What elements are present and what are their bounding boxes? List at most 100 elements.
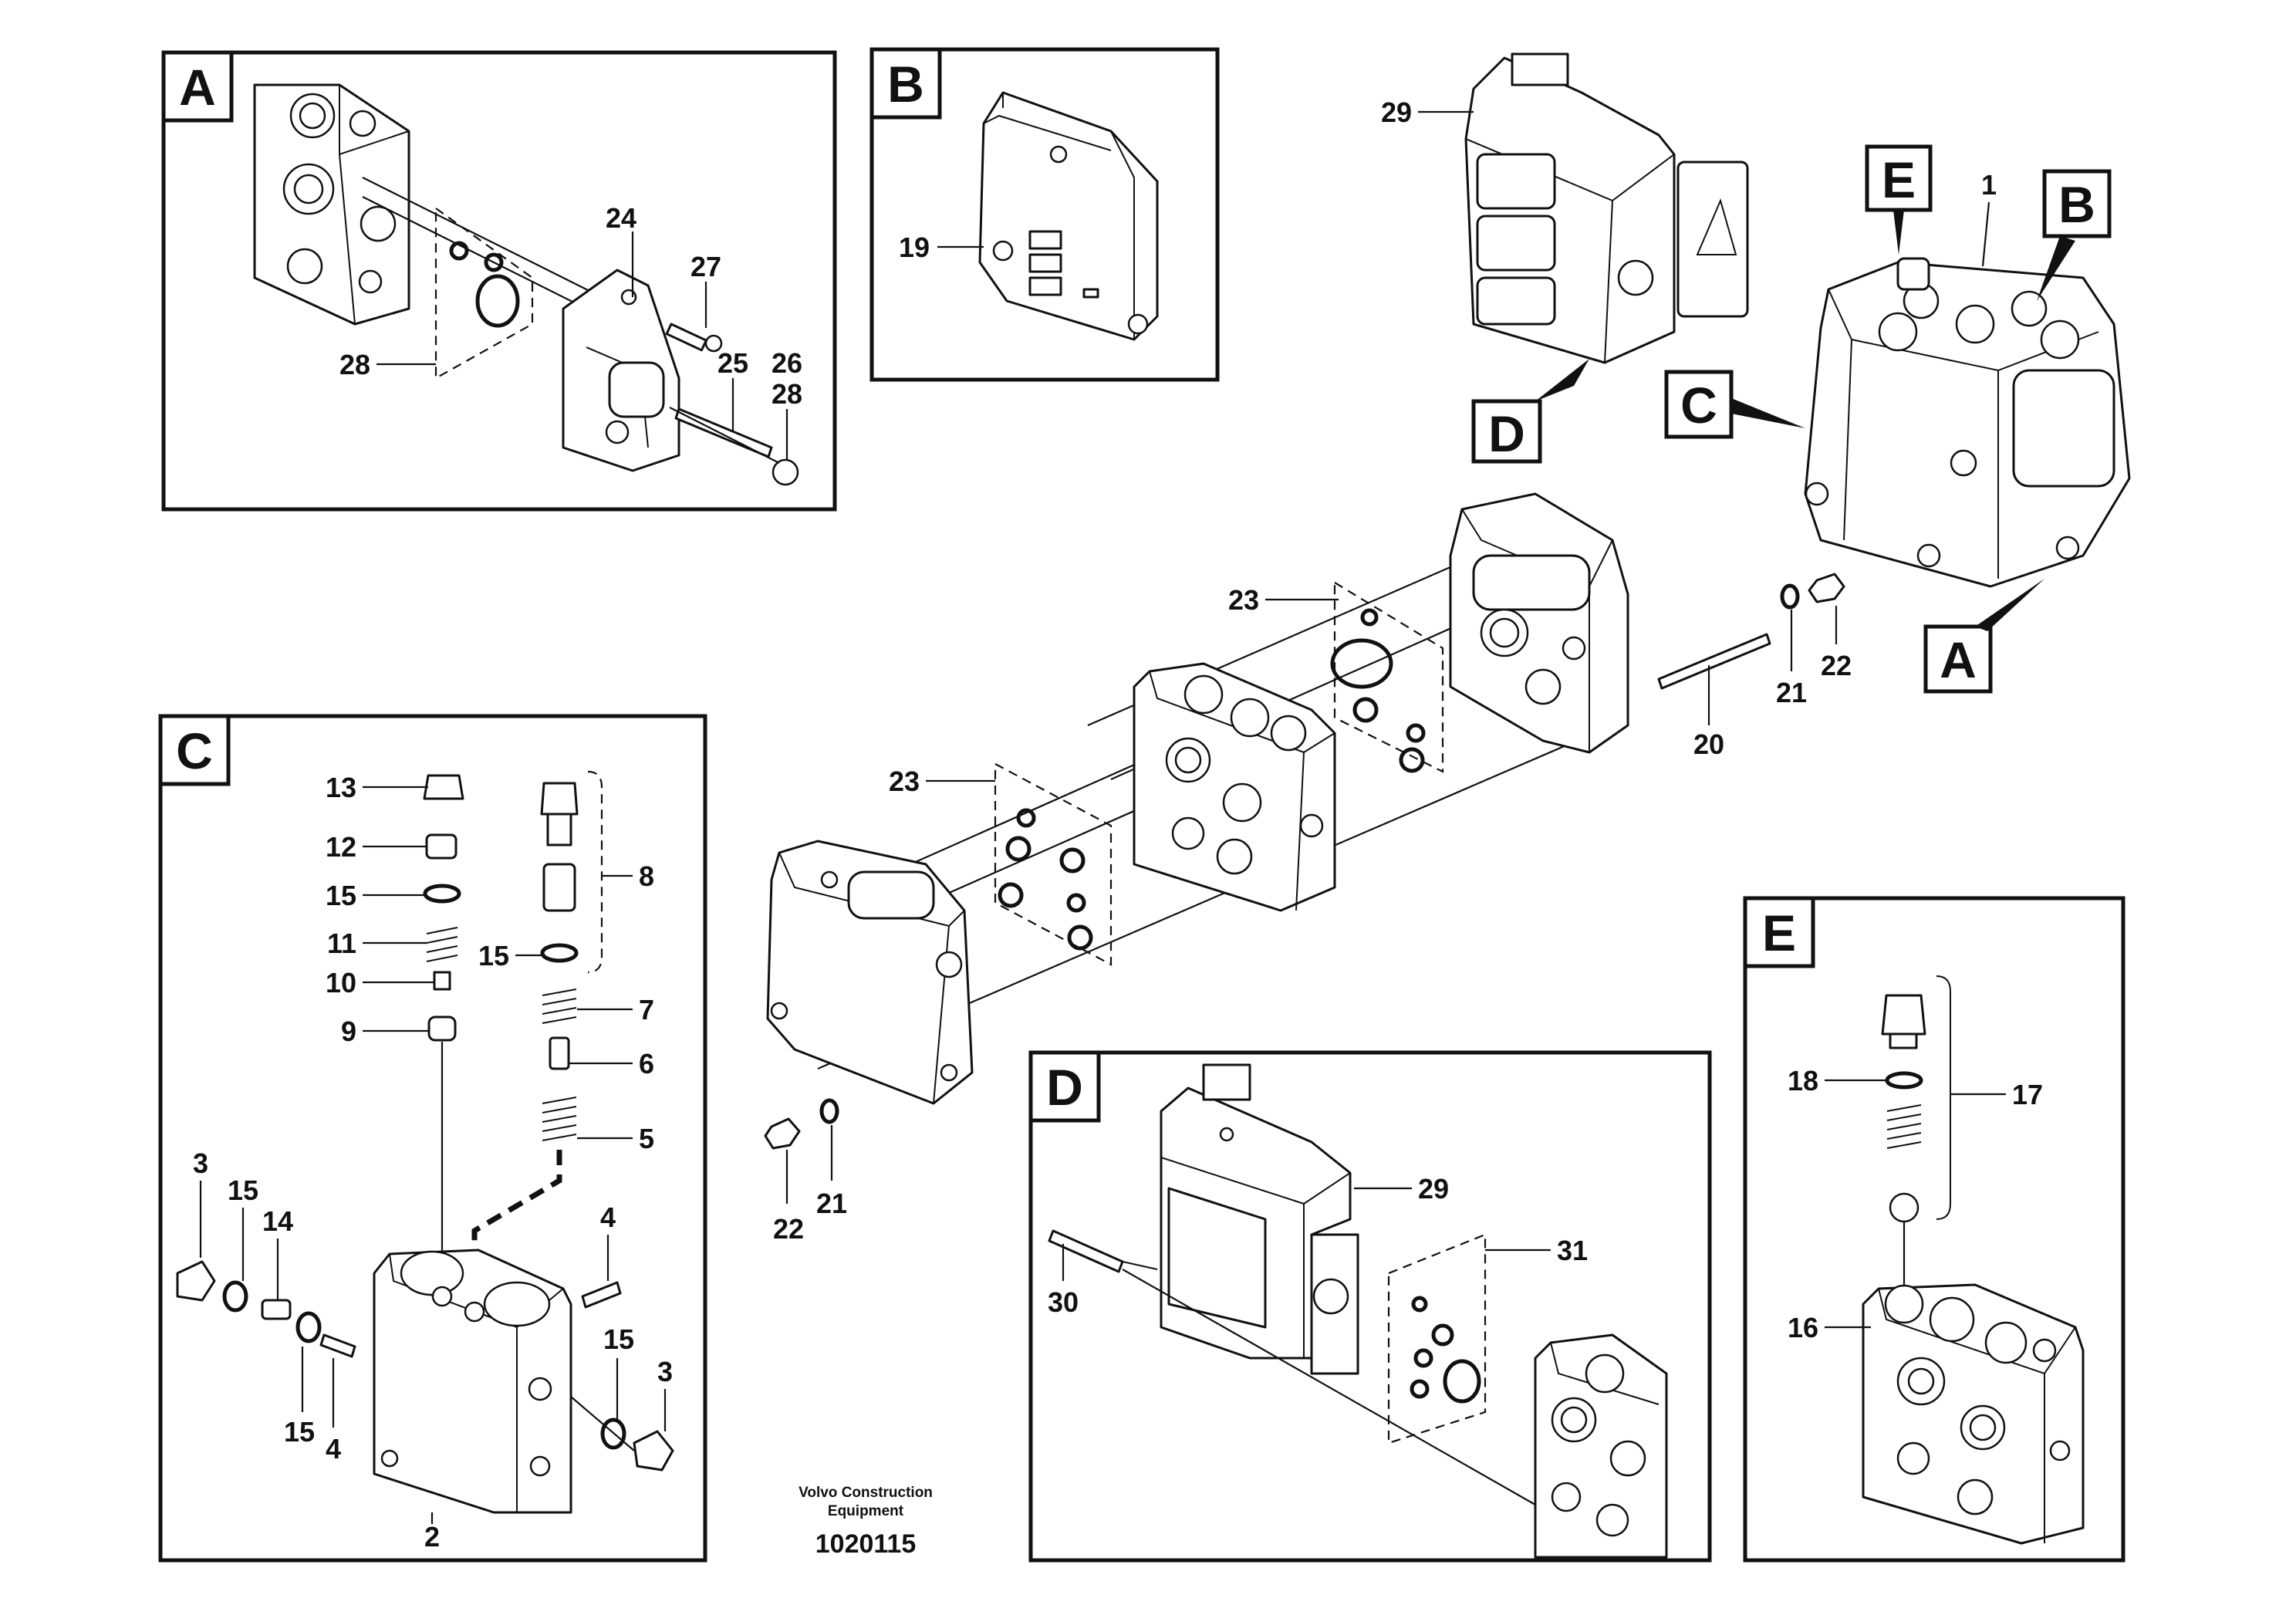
valve-block-16 xyxy=(1862,1283,2085,1545)
drawing-number: 1020115 xyxy=(815,1529,917,1559)
callout-15-b: 15 xyxy=(478,940,509,972)
callout-4-b: 4 xyxy=(326,1433,341,1465)
callout-16: 16 xyxy=(1788,1312,1818,1343)
overview-tag-c: C xyxy=(1680,377,1717,434)
overview-tag-b-box xyxy=(2042,169,2112,238)
caption-line-1: Volvo Construction xyxy=(799,1485,933,1501)
panel-a-tag: A xyxy=(179,59,216,116)
overview-callout-21-a: 21 xyxy=(1776,677,1807,708)
overview-arrow-a xyxy=(1975,579,2044,631)
overview-callout-22-a: 22 xyxy=(1821,650,1852,681)
callout-3-b: 3 xyxy=(657,1356,673,1387)
plug-13 xyxy=(423,774,464,800)
overview-callout-23-a: 23 xyxy=(1228,584,1259,616)
cover-plate xyxy=(978,91,1159,341)
callout-17: 17 xyxy=(2012,1079,2043,1110)
overview-callout-29: 29 xyxy=(1381,96,1412,128)
cartridge-head xyxy=(540,782,579,816)
callout-11: 11 xyxy=(327,928,356,959)
overview-assembly: 29 D E 1 B C A xyxy=(1381,52,2131,694)
washer-21-left xyxy=(819,1098,839,1124)
middle-valve-section xyxy=(1133,662,1336,912)
stud-4-left xyxy=(319,1333,356,1358)
washer-15-b xyxy=(540,943,579,963)
caption-line-2: Equipment xyxy=(828,1503,904,1519)
washer-15 xyxy=(423,884,461,904)
spring-5 xyxy=(542,1097,577,1141)
callout-5: 5 xyxy=(639,1123,654,1154)
seal-kit-boundary-31 xyxy=(1387,1233,1487,1445)
o-ring xyxy=(484,252,504,272)
panel-c-tag-box xyxy=(158,714,231,786)
valve-section-drawing xyxy=(253,83,410,326)
overview-tag-e: E xyxy=(1882,151,1916,208)
callout-24: 24 xyxy=(606,202,636,234)
callout-3: 3 xyxy=(193,1147,208,1179)
plug-3-left xyxy=(176,1260,216,1302)
callout-18: 18 xyxy=(1788,1065,1818,1097)
solenoid-block xyxy=(1464,52,1749,364)
part-10 xyxy=(433,971,451,991)
callout-14: 14 xyxy=(262,1205,293,1237)
plug-3-right xyxy=(633,1430,674,1472)
callout-25: 25 xyxy=(718,347,748,379)
panel-d: D 29 30 31 xyxy=(1028,1050,1712,1563)
overview-arrow-d xyxy=(1535,359,1589,401)
callout-28-b: 28 xyxy=(772,378,802,410)
overview-tag-e-box xyxy=(1865,144,1933,212)
panel-d-frame xyxy=(1028,1050,1712,1563)
callout-10: 10 xyxy=(326,967,356,999)
center-exploded-stack: 23 23 xyxy=(764,492,1852,1245)
bracket-17 xyxy=(1936,975,1951,1220)
panel-c-tag: C xyxy=(176,722,213,779)
tie-rod-20 xyxy=(1657,633,1771,690)
spring-7 xyxy=(542,988,577,1024)
overview-tag-a-box xyxy=(1923,624,1993,694)
poppet-9 xyxy=(427,1015,457,1042)
caption: Volvo Construction Equipment 1020115 xyxy=(799,1485,933,1559)
panel-e: E 17 18 16 xyxy=(1743,896,2125,1563)
panel-a-frame xyxy=(161,50,837,512)
solenoid-block-29 xyxy=(1160,1063,1359,1375)
callout-26: 26 xyxy=(772,347,802,379)
callout-7: 7 xyxy=(639,994,654,1026)
callout-19: 19 xyxy=(899,231,930,263)
washer-15-d xyxy=(295,1311,322,1343)
assembly-path xyxy=(471,1150,562,1312)
panel-e-tag: E xyxy=(1762,904,1796,961)
overview-tag-a: A xyxy=(1940,631,1977,688)
overview-tag-b: B xyxy=(2058,176,2095,233)
seal-kit-boundary xyxy=(434,206,534,380)
leader-1 xyxy=(1981,201,1990,267)
relief-spring xyxy=(1886,1104,1922,1149)
washer-15-e xyxy=(600,1418,626,1450)
callout-6: 6 xyxy=(639,1048,654,1080)
overview-tag-d-box xyxy=(1471,399,1542,464)
callout-27: 27 xyxy=(690,251,721,282)
spool-6 xyxy=(549,1036,570,1070)
outlet-end-section xyxy=(766,840,974,1105)
o-ring xyxy=(475,274,520,328)
part-12 xyxy=(425,833,458,860)
panel-d-tag-box xyxy=(1028,1050,1101,1123)
seal-kit-boundary-23a xyxy=(1333,581,1444,773)
panel-c: C 13 12 15 11 10 9 8 15 7 6 5 xyxy=(158,714,707,1563)
o-ring-18 xyxy=(1885,1071,1923,1090)
callout-15-d: 15 xyxy=(284,1416,315,1448)
panel-c-frame xyxy=(158,714,707,1563)
overview-tag-d: D xyxy=(1488,405,1525,462)
callout-28: 28 xyxy=(339,349,370,380)
panel-e-tag-box xyxy=(1743,896,1815,968)
bracket-8 xyxy=(587,770,603,974)
panel-a: A xyxy=(161,50,837,512)
seal-kit-boundary-23b xyxy=(994,762,1113,966)
washer-21-right xyxy=(1780,583,1800,610)
callout-29-d: 29 xyxy=(1418,1173,1449,1205)
panel-b-tag: B xyxy=(887,56,924,113)
callout-4: 4 xyxy=(600,1201,616,1233)
o-ring xyxy=(1330,638,1393,689)
callout-12: 12 xyxy=(326,831,356,863)
overview-callout-20: 20 xyxy=(1693,728,1724,760)
check-ball xyxy=(1889,1192,1920,1223)
